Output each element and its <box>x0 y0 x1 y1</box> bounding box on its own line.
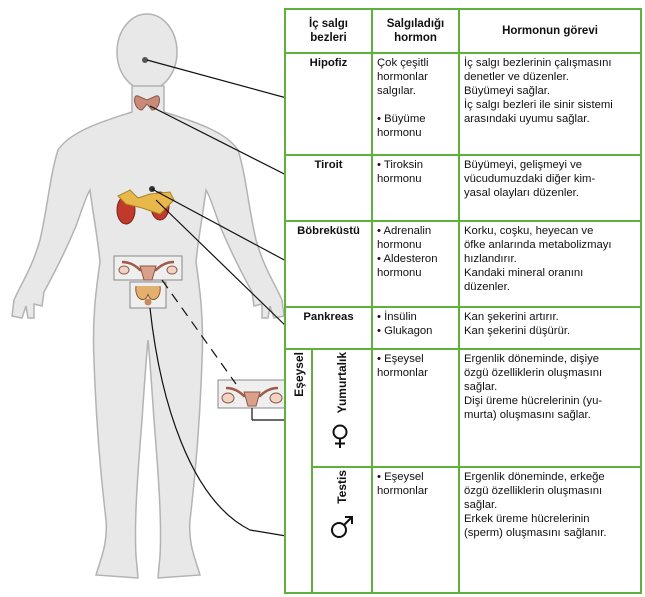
task-bobrekustu: Korku, coşku, heyecan ve öfke anlarında … <box>458 220 642 308</box>
endocrine-table: İç salgı bezleri Salgıladığı hormon Horm… <box>284 8 642 594</box>
gland-tiroit: Tiroit <box>284 154 373 222</box>
kidneys-adrenal <box>116 186 175 225</box>
gland-hipofiz: Hipofiz <box>284 52 373 156</box>
ovary-inset-large <box>217 379 287 409</box>
male-symbol-icon <box>331 515 353 538</box>
pituitary-marker <box>142 57 148 63</box>
hormone-pankreas: • İnsülin • Glukagon <box>371 306 460 350</box>
hormone-yumurtalik: • Eşeysel hormonlar <box>371 348 460 468</box>
female-symbol-icon <box>332 424 348 449</box>
header-task: Hormonun görevi <box>458 8 642 54</box>
header-hormone: Salgıladığı hormon <box>371 8 460 54</box>
task-hipofiz: İç salgı bezlerinin çalışmasını denetler… <box>458 52 642 156</box>
task-tiroit: Büyümeyi, gelişmeyi ve vücudumuzdaki diğ… <box>458 154 642 222</box>
gland-testis: Testis <box>311 466 373 594</box>
pointer-lines <box>146 59 313 541</box>
hormone-testis: • Eşeysel hormonlar <box>371 466 460 594</box>
ovary-inset-body <box>113 255 183 281</box>
gland-bobrekustu: Böbreküstü <box>284 220 373 308</box>
header-glands: İç salgı bezleri <box>284 8 373 54</box>
gland-pankreas: Pankreas <box>284 306 373 350</box>
task-yumurtalik: Ergenlik döneminde, dişiye özgü özellikl… <box>458 348 642 468</box>
task-testis: Ergenlik döneminde, erkeğe özgü özellikl… <box>458 466 642 594</box>
hormone-hipofiz: Çok çeşitli hormonlar salgılar. • Büyüme… <box>371 52 460 156</box>
thyroid-gland <box>134 95 160 111</box>
gland-yumurtalik: Yumurtalık <box>311 348 373 468</box>
hormone-bobrekustu: • Adrenalin hormonu • Aldesteron hormonu <box>371 220 460 308</box>
gland-eseysel: Eşeysel <box>284 348 313 594</box>
body-silhouette <box>11 13 285 579</box>
hormone-tiroit: • Tiroksin hormonu <box>371 154 460 222</box>
task-pankreas: Kan şekerini artırır. Kan şekerini düşür… <box>458 306 642 350</box>
testis-inset-body <box>129 281 167 309</box>
